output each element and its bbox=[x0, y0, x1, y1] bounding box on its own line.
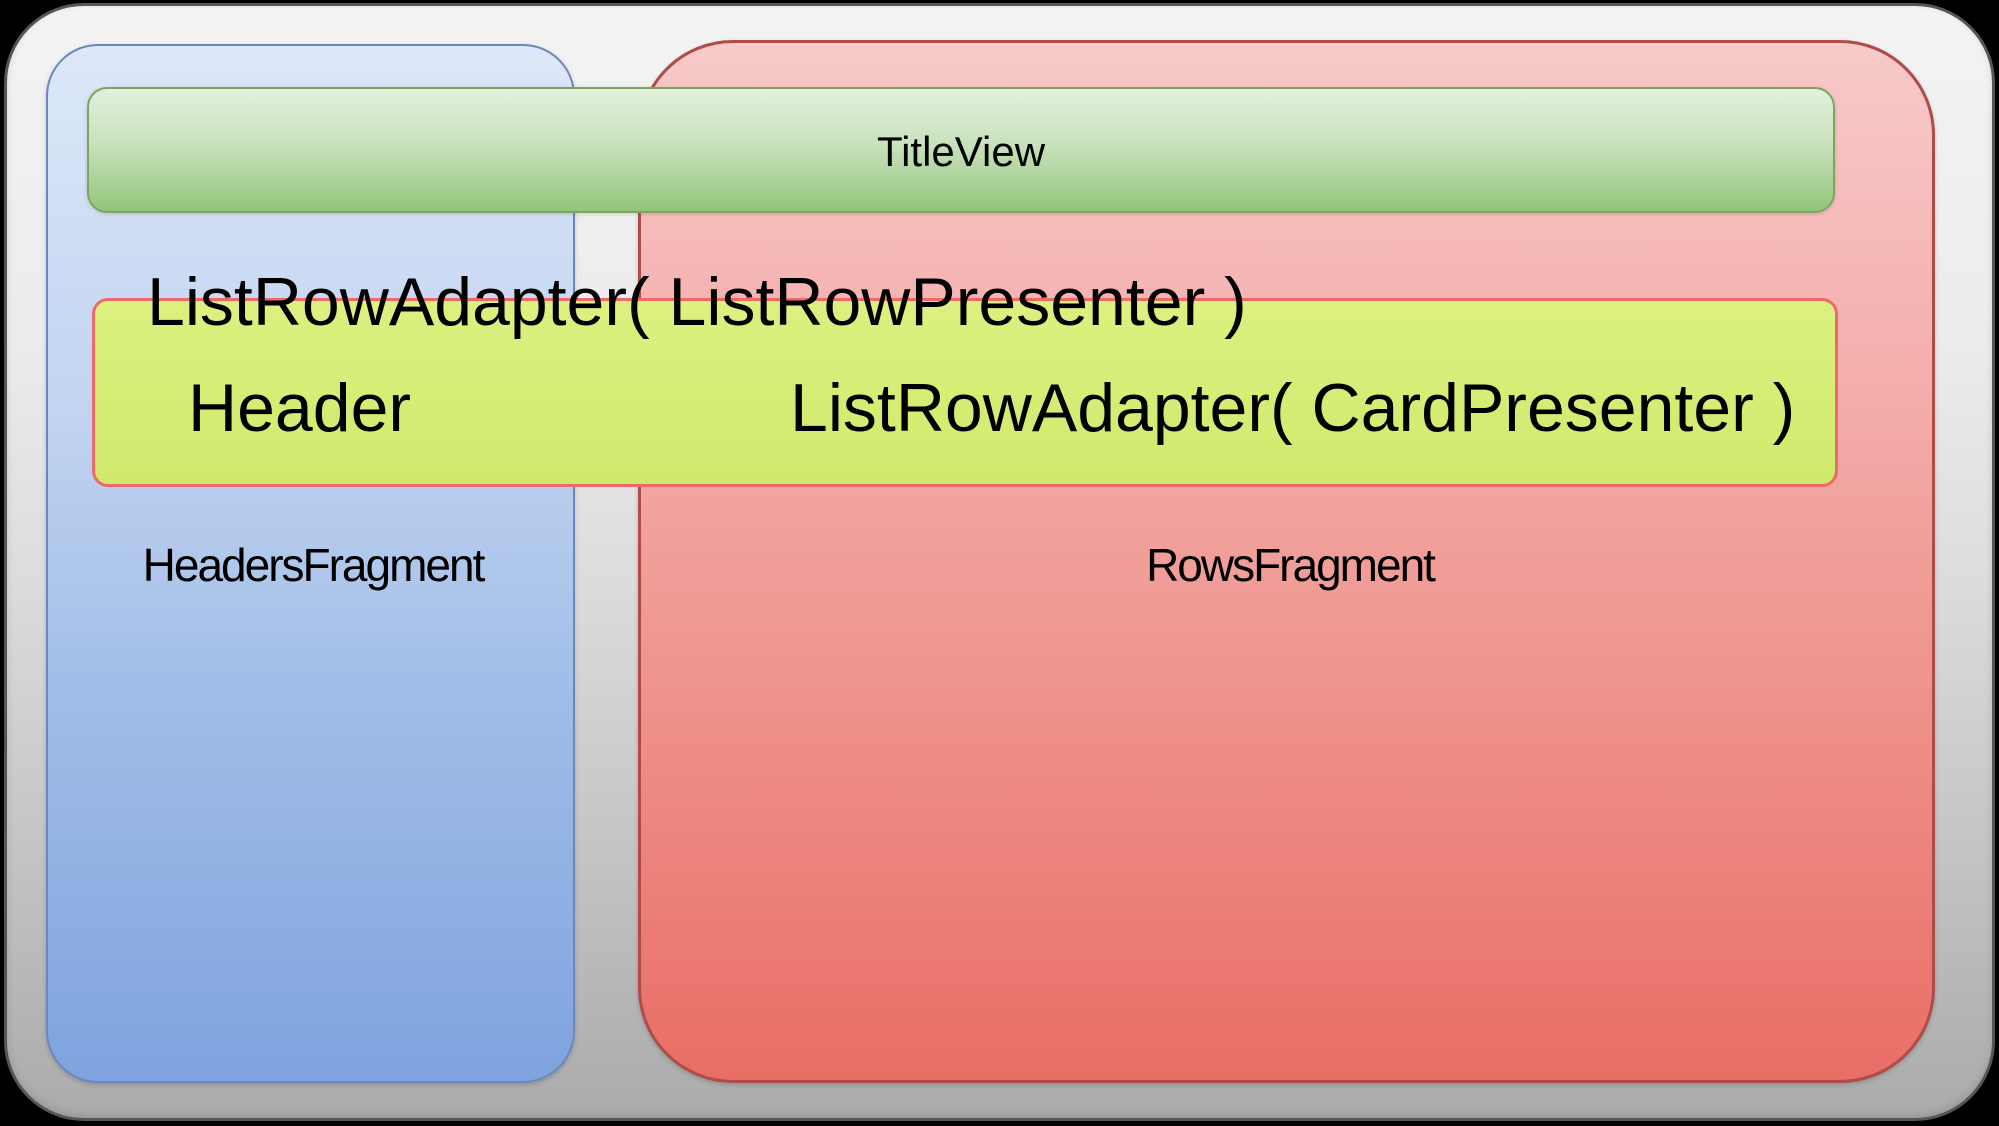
rows-fragment-label: RowsFragment bbox=[1146, 539, 1436, 591]
list-row-adapter-card-label: ListRowAdapter( CardPresenter ) bbox=[790, 370, 1796, 446]
headers-fragment-box bbox=[46, 44, 575, 1083]
header-cell-label: Header bbox=[188, 370, 412, 446]
title-view-label: TitleView bbox=[876, 128, 1046, 175]
list-row-adapter-presenter-label: ListRowAdapter( ListRowPresenter ) bbox=[147, 264, 1247, 340]
headers-fragment-label: HeadersFragment bbox=[142, 539, 486, 591]
list-row-strip bbox=[92, 298, 1838, 487]
title-view-bar: TitleView bbox=[87, 87, 1835, 213]
rows-fragment-box bbox=[638, 40, 1935, 1083]
